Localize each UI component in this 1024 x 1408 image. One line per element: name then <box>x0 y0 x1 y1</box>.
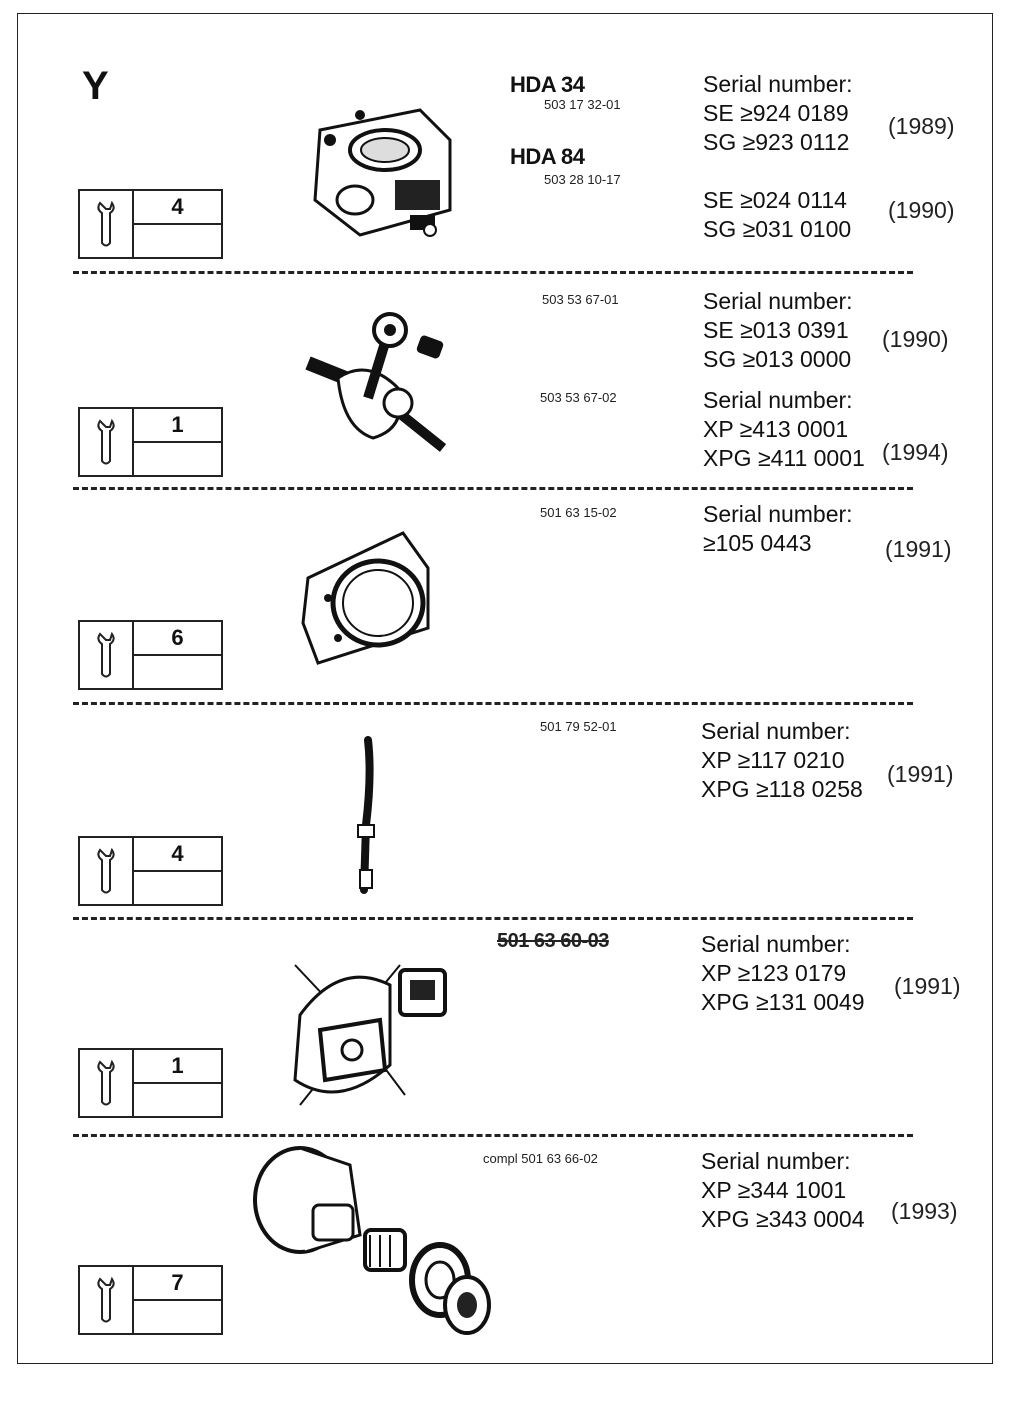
part-number: 503 53 67-01 <box>542 292 619 307</box>
part-number: 503 17 32-01 <box>544 97 621 112</box>
tool-box: 4 <box>78 836 223 906</box>
tool-count: 1 <box>134 1050 221 1084</box>
wrench-icon <box>80 1050 134 1116</box>
section-divider <box>73 487 913 490</box>
serial-block: Serial number: ≥105 0443 <box>703 501 853 556</box>
year-label: (1990) <box>882 326 949 352</box>
tool-count: 4 <box>134 191 221 225</box>
part-number: 503 28 10-17 <box>544 172 621 187</box>
carburetor-icon <box>313 108 452 237</box>
fuel-hose-icon <box>357 736 375 894</box>
wrench-icon <box>80 1267 134 1333</box>
wrench-icon <box>80 191 134 257</box>
crankshaft-icon <box>305 312 447 452</box>
tool-count: 1 <box>134 409 221 443</box>
serial-block: SE ≥024 0114 SG ≥031 0100 <box>703 187 852 242</box>
part-number: 501 63 15-02 <box>540 505 617 520</box>
crankcase-plate-icon <box>301 531 430 665</box>
section-divider <box>73 917 913 920</box>
part-number: 501 79 52-01 <box>540 719 617 734</box>
model-name: HDA 34 <box>510 72 585 97</box>
year-label: (1991) <box>894 973 961 999</box>
serial-block: Serial number: XP ≥117 0210 XPG ≥118 025… <box>701 718 863 802</box>
tool-box: 1 <box>78 1048 223 1118</box>
page-letter: Y <box>82 64 109 108</box>
page-frame <box>17 13 993 1364</box>
wrench-icon <box>80 409 134 475</box>
wrench-icon <box>80 838 134 904</box>
clutch-drum-icon <box>253 1146 491 1335</box>
serial-block: Serial number: XP ≥123 0179 XPG ≥131 004… <box>701 931 865 1015</box>
serial-block: Serial number: SE ≥924 0189 SG ≥923 0112 <box>703 71 853 155</box>
tool-count: 4 <box>134 838 221 872</box>
tool-box: 1 <box>78 407 223 477</box>
section-divider <box>73 1134 913 1137</box>
serial-block: Serial number: XP ≥413 0001 XPG ≥411 000… <box>703 387 865 471</box>
year-label: (1990) <box>888 197 955 223</box>
model-name: HDA 84 <box>510 144 585 169</box>
year-label: (1991) <box>885 536 952 562</box>
wrench-icon <box>80 622 134 688</box>
clutch-icon <box>293 964 447 1106</box>
tool-count: 7 <box>134 1267 221 1301</box>
year-label: (1993) <box>891 1198 958 1224</box>
year-label: (1994) <box>882 439 949 465</box>
year-label: (1991) <box>887 761 954 787</box>
part-number-struck: 501 63 60-03 <box>497 930 609 952</box>
tool-count: 6 <box>134 622 221 656</box>
serial-block: Serial number: SE ≥013 0391 SG ≥013 0000 <box>703 288 853 372</box>
serial-block: Serial number: XP ≥344 1001 XPG ≥343 000… <box>701 1148 865 1232</box>
tool-box: 4 <box>78 189 223 259</box>
section-divider <box>73 271 913 274</box>
part-number: 503 53 67-02 <box>540 390 617 405</box>
section-divider <box>73 702 913 705</box>
part-number: compl 501 63 66-02 <box>483 1151 598 1166</box>
tool-box: 7 <box>78 1265 223 1335</box>
tool-box: 6 <box>78 620 223 690</box>
year-label: (1989) <box>888 113 955 139</box>
